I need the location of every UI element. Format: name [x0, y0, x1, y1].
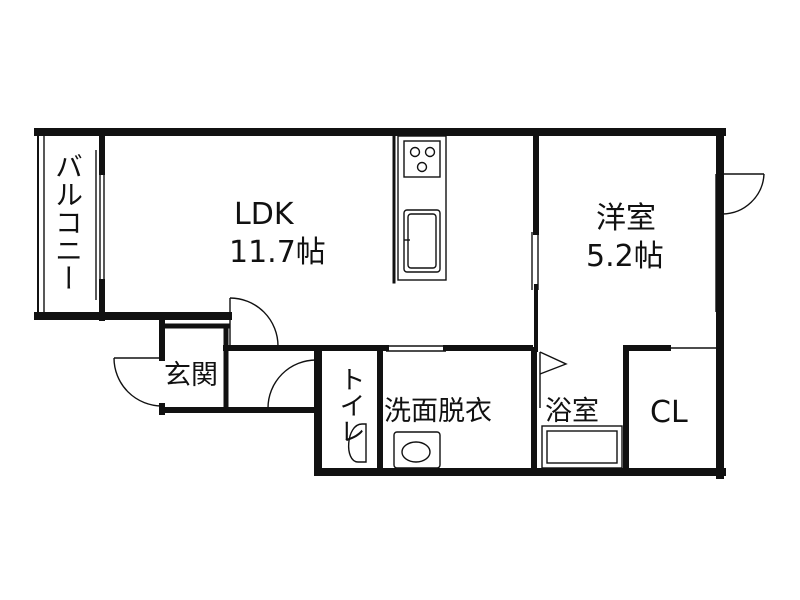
bathtub-icon	[541, 425, 623, 469]
entrance-name: 玄関	[164, 360, 218, 391]
stove-icon	[403, 140, 441, 178]
washbasin-icon	[393, 431, 441, 469]
kitchen-counter	[397, 135, 447, 281]
ldk-size: 11.7帖	[229, 235, 326, 270]
western-size: 5.2帖	[586, 239, 664, 274]
toilet-icon	[347, 423, 367, 463]
sink-icon	[403, 209, 441, 273]
western-name: 洋室	[596, 201, 656, 236]
ldk-name: LDK	[234, 197, 294, 232]
bath-name: 浴室	[545, 396, 599, 427]
closet-name: CL	[650, 395, 688, 430]
toilet-name: トイレ	[335, 366, 365, 444]
washroom-name: 洗面脱衣	[384, 396, 492, 427]
balcony-name: バルコニー	[51, 152, 84, 292]
